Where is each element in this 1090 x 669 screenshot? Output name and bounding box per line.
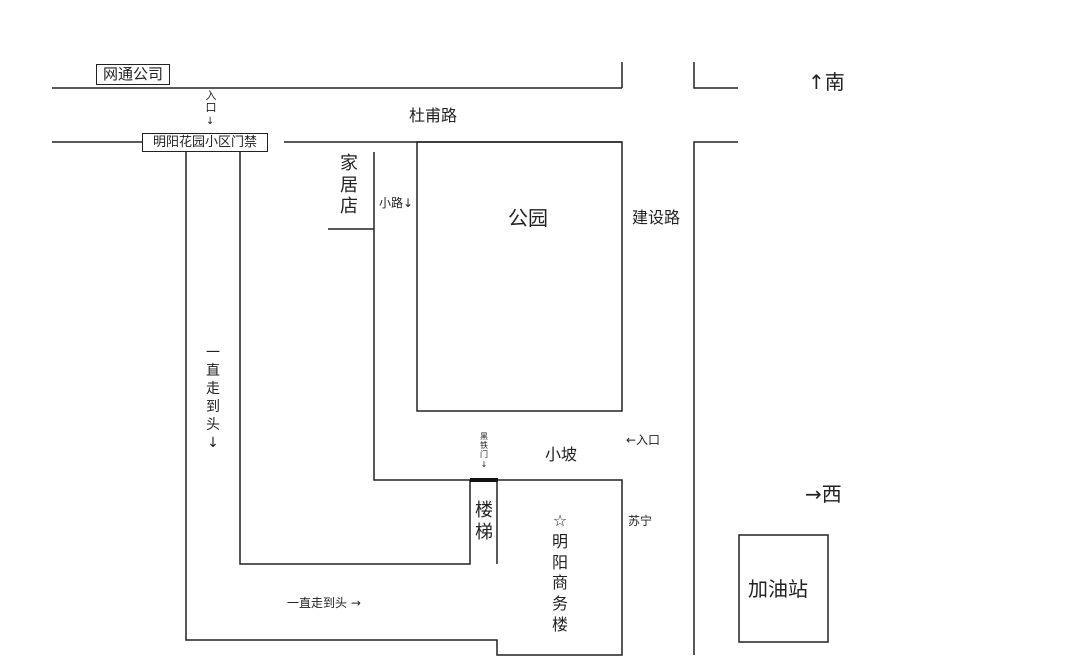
straight-right-label: 一直走到头 → — [287, 596, 361, 610]
top-entrance-label: 入口 — [205, 89, 217, 114]
gas-station-block — [738, 534, 829, 643]
park-block — [416, 141, 623, 412]
small-road-label: 小路↓ — [379, 196, 414, 210]
gate-label: 明阳花园小区门禁 — [142, 133, 269, 152]
iron-gate-label: 黑铁门↓ — [480, 432, 488, 469]
dufu-road-label: 杜甫路 — [409, 106, 458, 125]
building-label: ☆明阳商务楼 — [551, 511, 568, 634]
left-block-outline — [185, 152, 623, 656]
west-direction-label: →西 — [805, 482, 842, 506]
slope-label: 小坡 — [545, 445, 578, 464]
jianshe-road-label: 建设路 — [632, 208, 681, 227]
wangtong-company-label: 网通公司 — [96, 64, 171, 85]
jianshe-road-edge — [693, 141, 738, 655]
south-direction-label: ↑南 — [808, 70, 845, 94]
inner-route-outline — [239, 152, 471, 565]
top-entrance-arrow-icon: ↓ — [206, 116, 215, 127]
stairs-label: 楼梯 — [475, 500, 493, 543]
gas-station-label: 加油站 — [748, 577, 808, 601]
furniture-store-label: 家居店 — [340, 153, 358, 218]
suning-label: 苏宁 — [628, 514, 653, 528]
top-right-road-corner — [693, 62, 738, 89]
right-entrance-label: ←入口 — [626, 433, 661, 447]
park-label: 公园 — [508, 206, 548, 230]
straight-down-label: 一直走到头↓ — [206, 345, 220, 451]
